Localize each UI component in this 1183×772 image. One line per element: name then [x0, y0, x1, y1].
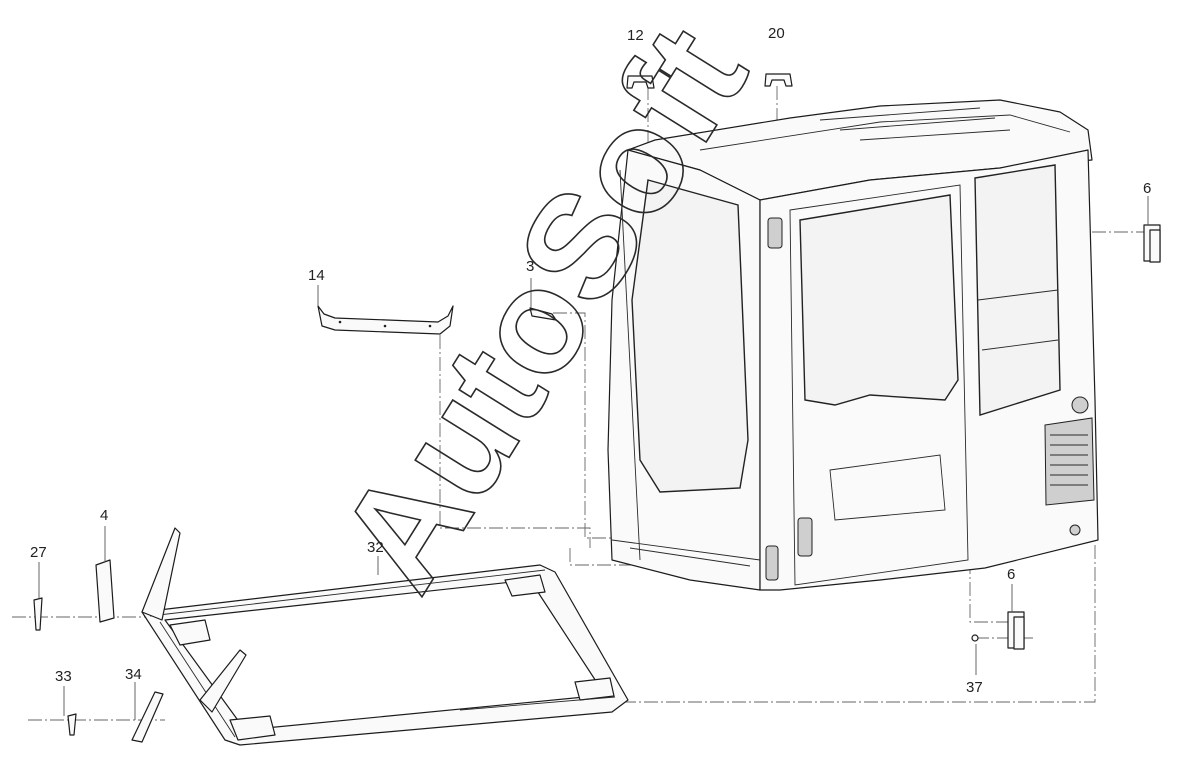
- part-27-clip: [33, 562, 43, 631]
- callout-37: 37: [966, 679, 983, 696]
- callout-27: 27: [30, 544, 47, 561]
- callout-34: 34: [125, 666, 142, 683]
- part-37-screw: [971, 634, 979, 675]
- part-20-bracket: [764, 73, 793, 87]
- callout-14: 14: [308, 267, 325, 284]
- callout-20: 20: [768, 25, 785, 42]
- callout-12: 12: [627, 27, 644, 44]
- callout-33: 33: [55, 668, 72, 685]
- callout-32: 32: [367, 539, 384, 556]
- callout-4: 4: [100, 507, 109, 524]
- callout-3: 3: [526, 258, 535, 275]
- part-6-hinge-lower: [1007, 584, 1025, 650]
- part-12-bracket: [626, 75, 655, 89]
- part-14-trim: [317, 285, 454, 335]
- part-6-hinge-upper: [1143, 196, 1161, 263]
- part-34-bracket: [131, 682, 164, 743]
- callout-6-lower: 6: [1007, 566, 1016, 583]
- callout-6-upper: 6: [1143, 180, 1152, 197]
- part-3-clip: [529, 278, 557, 321]
- part-33-clip: [63, 686, 77, 736]
- cab-assembly: [607, 99, 1099, 591]
- part-4-plate: [95, 526, 115, 623]
- part-32-base-frame: [141, 527, 629, 746]
